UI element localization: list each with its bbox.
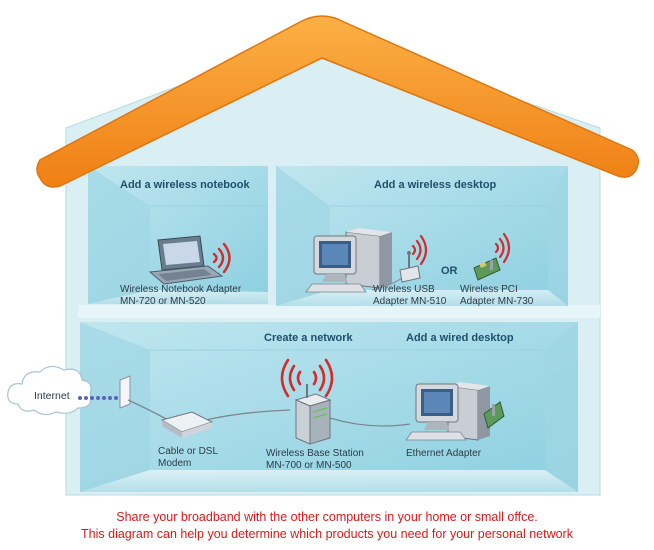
room-wireless-notebook (88, 166, 268, 304)
usb-wifi-icon (411, 234, 428, 266)
roof (36, 15, 639, 188)
notebook-wifi-icon (212, 242, 231, 274)
usb-adapter-label: Wireless USB Adapter MN-510 (373, 284, 446, 308)
internet-link-dots (78, 396, 118, 400)
usb-adapter-icon (399, 251, 421, 283)
heading-wireless-notebook: Add a wireless notebook (120, 179, 250, 191)
wired-desktop-icon (405, 382, 490, 441)
base-station-icon (294, 384, 332, 445)
base-station-label-line1: Wireless Base Station (266, 448, 364, 459)
internet-cloud-icon (7, 365, 92, 416)
usb-adapter-label-line1: Wireless USB (373, 284, 435, 295)
usb-adapter-label-line2: Adapter MN-510 (373, 296, 447, 307)
or-label: OR (441, 265, 458, 277)
modem-label-line2: Modem (158, 458, 192, 469)
base-station-wifi-icon (280, 358, 334, 398)
network-cables (127, 399, 411, 427)
caption-line-1: Share your broadband with the other comp… (116, 510, 538, 524)
caption-line-2: This diagram can help you determine whic… (81, 527, 573, 541)
pci-adapter-label-line1: Wireless PCI (460, 284, 518, 295)
heading-wired-desktop: Add a wired desktop (406, 332, 514, 344)
notebook-adapter-label-line2: MN-720 or MN-520 (120, 296, 206, 307)
usb-cable (371, 277, 403, 291)
ethernet-adapter-icon (483, 401, 505, 429)
heading-wireless-desktop: Add a wireless desktop (374, 179, 497, 191)
internet-label: Internet (34, 390, 70, 402)
modem-icon (160, 411, 214, 438)
pci-wifi-icon (494, 232, 511, 264)
notebook-icon (148, 235, 224, 285)
pci-adapter-label: Wireless PCI Adapter MN-730 (460, 284, 533, 308)
wall-jack-icon (119, 375, 131, 409)
notebook-adapter-label: Wireless Notebook Adapter MN-720 or MN-5… (120, 284, 241, 308)
ethernet-adapter-label: Ethernet Adapter (406, 448, 482, 459)
base-station-label: Wireless Base Station MN-700 or MN-500 (266, 448, 364, 472)
pci-adapter-label-line2: Adapter MN-730 (460, 296, 534, 307)
modem-label-line1: Cable or DSL (158, 446, 219, 457)
modem-label: Cable or DSL Modem (158, 446, 218, 470)
heading-create-network: Create a network (264, 332, 353, 344)
desktop-computer-icon (305, 228, 392, 293)
base-station-label-line2: MN-700 or MN-500 (266, 460, 352, 471)
notebook-adapter-label-line1: Wireless Notebook Adapter (120, 284, 242, 295)
pci-adapter-icon (473, 257, 501, 281)
